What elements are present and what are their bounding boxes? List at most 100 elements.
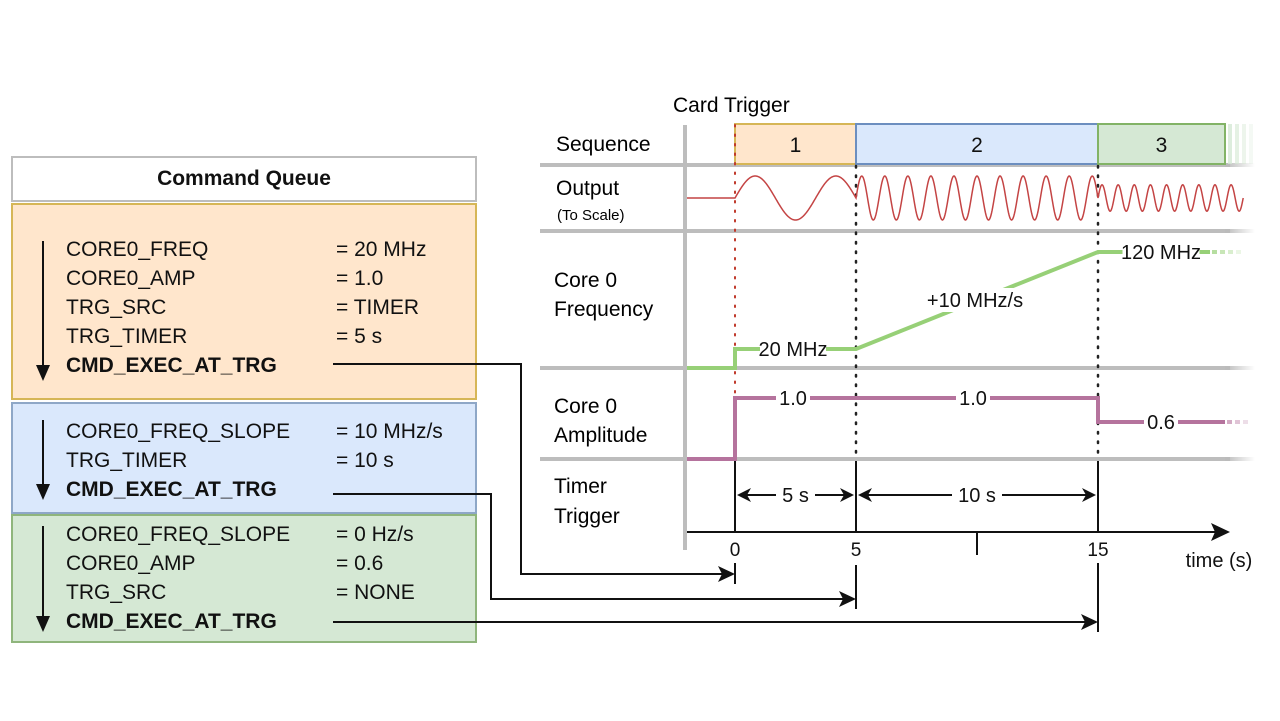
axis-tick-label: 5 bbox=[851, 540, 862, 561]
command-line: CORE0_FREQ= 20 MHz bbox=[66, 235, 426, 264]
command-name: CORE0_FREQ_SLOPE bbox=[66, 420, 291, 443]
command-value: = 0 Hz/s bbox=[336, 523, 414, 546]
amplitude-fade bbox=[1235, 420, 1240, 424]
interval-label: 5 s bbox=[782, 485, 809, 507]
interval-arrow-right-icon bbox=[1082, 488, 1096, 502]
label-background bbox=[776, 386, 810, 410]
command-name: CMD_EXEC_AT_TRG bbox=[66, 610, 277, 633]
timer-trigger-row: 5 s 10 s bbox=[734, 461, 1099, 533]
sequence-fade bbox=[1249, 124, 1253, 164]
card-trigger-label: Card Trigger bbox=[673, 94, 790, 117]
output-waveform bbox=[687, 170, 1260, 225]
frequency-label: 120 MHz bbox=[1121, 242, 1201, 264]
command-line: TRG_TIMER = 5 s bbox=[66, 322, 382, 351]
sequence-label: 2 bbox=[971, 134, 983, 157]
sequence-fade bbox=[1228, 124, 1232, 164]
amplitude-label: 0.6 bbox=[1147, 412, 1175, 434]
label-background bbox=[760, 337, 826, 361]
command-name: CORE0_FREQ_SLOPE bbox=[66, 523, 291, 546]
command-value: = 10 s bbox=[336, 449, 394, 472]
amplitude-fade bbox=[1243, 420, 1248, 424]
label-column-divider bbox=[683, 125, 687, 550]
flow-down-arrow-icon bbox=[36, 526, 50, 632]
row-separator-fade bbox=[1225, 163, 1255, 167]
frequency-fade bbox=[1212, 250, 1217, 254]
output-sine-wave bbox=[687, 175, 1244, 221]
interval-arrow-right-icon bbox=[840, 488, 854, 502]
sequence-fade bbox=[1242, 124, 1246, 164]
label-background bbox=[1144, 410, 1178, 434]
label-background bbox=[925, 288, 1025, 312]
command-line: CORE0_FREQ_SLOPE = 0 Hz/s bbox=[66, 520, 414, 549]
exec-command-line: CMD_EXEC_AT_TRG bbox=[66, 351, 277, 380]
frequency-fade bbox=[1236, 250, 1241, 254]
command-name: TRG_SRC bbox=[66, 296, 167, 319]
row-label-output: Output bbox=[556, 177, 619, 200]
row-separator-fade bbox=[1225, 457, 1255, 461]
interval-arrow-left-icon bbox=[858, 488, 872, 502]
interval-arrow-left-icon bbox=[737, 488, 751, 502]
row-label-frequency: Frequency bbox=[554, 298, 654, 321]
command-value: = 5 s bbox=[336, 325, 383, 348]
command-value: = 0.6 bbox=[336, 552, 384, 575]
row-separator-fade bbox=[1225, 366, 1255, 370]
wave-fade bbox=[1235, 170, 1260, 225]
interval-label: 10 s bbox=[958, 485, 996, 507]
frequency-fade bbox=[1228, 250, 1233, 254]
command-line: TRG_TIMER= 10 s bbox=[66, 446, 394, 475]
row-separator bbox=[540, 457, 1230, 461]
command-line: CORE0_AMP = 0.6 bbox=[66, 549, 383, 578]
command-name: TRG_TIMER bbox=[66, 325, 188, 348]
exec-connector-arrow-icon bbox=[839, 591, 856, 607]
command-name: CORE0_AMP bbox=[66, 267, 196, 290]
amplitude-fade bbox=[1227, 420, 1232, 424]
row-label-sequence: Sequence bbox=[556, 133, 651, 156]
command-line: TRG_SRC = TIMER bbox=[66, 293, 419, 322]
command-name: CMD_EXEC_AT_TRG bbox=[66, 354, 277, 377]
sequence-segment bbox=[1097, 123, 1226, 165]
frequency-fade bbox=[1220, 250, 1225, 254]
frequency-label: 20 MHz bbox=[759, 339, 828, 361]
exec-connector-line bbox=[333, 363, 733, 575]
amplitude-label: 1.0 bbox=[779, 388, 807, 410]
row-label-output-note: (To Scale) bbox=[557, 207, 625, 224]
exec-connector-arrow-icon bbox=[1081, 614, 1098, 630]
command-value: = TIMER bbox=[336, 296, 420, 319]
command-block-2: CORE0_FREQ_SLOPE = 10 MHz/s TRG_TIMER= 10… bbox=[11, 402, 477, 514]
command-name: TRG_SRC bbox=[66, 581, 167, 604]
exec-command-line: CMD_EXEC_AT_TRG bbox=[66, 475, 277, 504]
row-label-amplitude: Core 0 bbox=[554, 395, 617, 418]
sequence-fade bbox=[1235, 124, 1239, 164]
frequency-label: +10 MHz/s bbox=[927, 290, 1023, 312]
command-queue-title: Command Queue bbox=[11, 156, 477, 202]
amplitude-line bbox=[687, 396, 1225, 461]
axis-tick-label: 0 bbox=[730, 540, 741, 561]
command-name: CORE0_FREQ bbox=[66, 238, 209, 261]
command-line: TRG_SRC= NONE bbox=[66, 578, 415, 607]
row-label-amplitude: Amplitude bbox=[554, 424, 647, 447]
sequence-segment bbox=[855, 123, 1099, 165]
sequence-label: 3 bbox=[1156, 134, 1168, 157]
exec-connectors bbox=[333, 363, 1099, 632]
command-line: CORE0_FREQ_SLOPE = 10 MHz/s bbox=[66, 417, 443, 446]
frequency-trace: 20 MHz +10 MHz/s 120 MHz bbox=[687, 240, 1241, 370]
command-value: = 10 MHz/s bbox=[336, 420, 443, 443]
row-label-timer: Trigger bbox=[554, 505, 620, 528]
row-separator bbox=[540, 366, 1230, 370]
sequence-label: 1 bbox=[790, 134, 802, 157]
command-name: CORE0_AMP bbox=[66, 552, 196, 575]
command-block-1: CORE0_FREQ= 20 MHz CORE0_AMP = 1.0 TRG_SR… bbox=[11, 203, 477, 400]
label-background bbox=[956, 386, 990, 410]
exec-connector-line bbox=[333, 493, 854, 600]
sequence-segment bbox=[734, 123, 857, 165]
sequence-row: 1 2 3 bbox=[734, 123, 1253, 165]
row-label-timer: Timer bbox=[554, 475, 607, 498]
time-axis-arrow-icon bbox=[1211, 523, 1230, 541]
command-value: = 1.0 bbox=[336, 267, 384, 290]
command-name: CMD_EXEC_AT_TRG bbox=[66, 478, 277, 501]
label-background bbox=[776, 483, 815, 507]
exec-connector-arrow-icon bbox=[718, 566, 735, 582]
